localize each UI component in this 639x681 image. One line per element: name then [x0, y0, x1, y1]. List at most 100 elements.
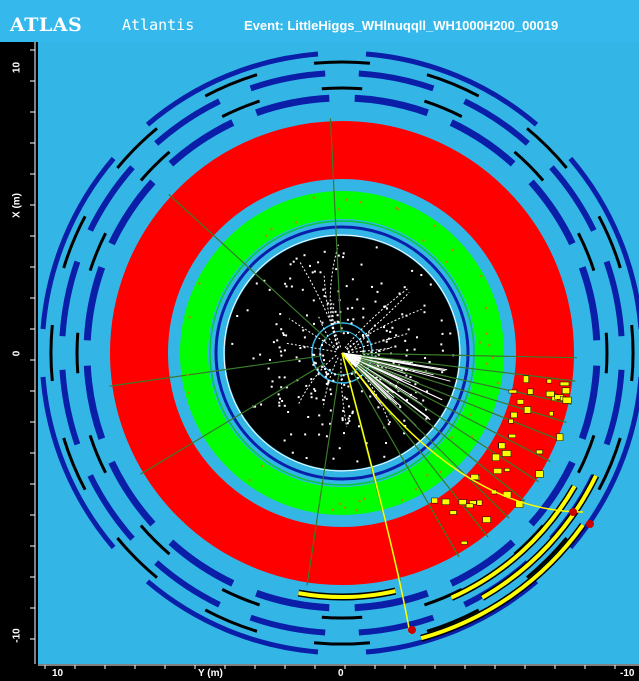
tracker-hit: [329, 422, 332, 425]
tracker-hit: [367, 334, 370, 337]
em-cell: [312, 196, 315, 199]
y-axis-panel: 10 X (m) 0 -10: [0, 42, 38, 664]
tracker-hit: [231, 342, 234, 345]
tracker-hit: [292, 260, 295, 263]
em-cell: [400, 499, 404, 502]
tracker-hit: [322, 354, 325, 357]
calo-cell: [465, 503, 474, 509]
em-cell: [445, 260, 449, 264]
tracker-hit: [315, 397, 318, 400]
tracker-hit: [285, 386, 288, 389]
tracker-hit: [310, 392, 313, 395]
muon-chamber: [313, 60, 371, 65]
calo-cell: [476, 499, 483, 506]
tracker-hit: [290, 285, 293, 288]
tracker-hit: [375, 246, 378, 249]
em-cell: [343, 506, 347, 509]
tracker-hit: [370, 351, 373, 354]
tracker-hit: [429, 283, 432, 286]
tracker-hit: [278, 401, 281, 404]
tracker-hit: [255, 282, 258, 285]
tracker-hit: [347, 385, 350, 388]
tracker-hit: [362, 334, 364, 337]
tracker-hit: [323, 359, 325, 362]
tracker-hit: [346, 318, 349, 321]
track: [318, 316, 338, 350]
event-display-canvas[interactable]: [38, 42, 639, 664]
tracker-hit: [352, 318, 355, 321]
calo-cell: [516, 399, 524, 405]
tracker-hit: [306, 314, 308, 317]
tracker-hit: [341, 417, 344, 420]
tracker-hit: [279, 397, 281, 400]
em-cell: [480, 274, 483, 278]
calo-cell: [536, 449, 543, 455]
tracker-hit: [268, 288, 271, 291]
tracker-hit: [314, 389, 317, 392]
muon-chamber: [145, 51, 319, 127]
muon-chamber: [423, 99, 463, 118]
tracker-hit: [289, 277, 292, 280]
tracker-hit: [324, 368, 327, 370]
tracker-hit: [280, 354, 283, 357]
tracker-hit: [407, 328, 410, 331]
tracker-hit: [271, 380, 274, 383]
muon-chamber: [59, 260, 81, 337]
tracker-hit: [441, 332, 444, 335]
tracker-hit: [281, 400, 284, 402]
calo-cell: [508, 389, 518, 394]
tracker-hit: [279, 350, 282, 353]
tracker-hit: [323, 250, 326, 253]
tracker-hit: [386, 307, 388, 310]
em-cell: [439, 470, 442, 474]
em-cell: [198, 282, 201, 285]
tracker-hit: [401, 313, 404, 316]
muon-chamber: [526, 127, 568, 169]
tracker-hit: [283, 404, 286, 407]
tracker-hit: [305, 457, 308, 459]
tracker-hit: [289, 263, 292, 266]
tracker-hit: [276, 339, 279, 342]
tracker-hit: [318, 433, 321, 436]
tracker-hit: [314, 362, 317, 365]
y-axis-ruler: [30, 42, 36, 664]
jet-track: [341, 352, 443, 401]
tracker-hit: [335, 268, 338, 271]
em-cell: [433, 224, 437, 227]
tracker-hit: [313, 388, 316, 391]
tracker-hit: [311, 353, 314, 356]
calo-cell: [545, 390, 555, 397]
em-cell: [359, 201, 363, 204]
x-tick-left: 10: [52, 668, 64, 679]
tracker-hit: [425, 408, 427, 411]
tracker-hit: [424, 357, 427, 359]
jet-axis: [361, 352, 577, 359]
tracker-hit: [406, 399, 408, 402]
calo-cell: [493, 468, 503, 474]
tracker-hit: [399, 406, 402, 409]
muon-chamber: [603, 260, 625, 337]
muon-chamber: [88, 232, 107, 272]
tracker-hit: [272, 341, 275, 344]
y-tick-top: 10: [11, 61, 23, 74]
calo-cell: [498, 442, 506, 449]
detector-view[interactable]: [38, 42, 639, 664]
em-calorimeter: [180, 191, 504, 515]
tracker-hit: [329, 409, 332, 412]
tracker-hit: [297, 396, 300, 399]
tracker-hit: [310, 396, 313, 399]
tracker-hit: [341, 419, 344, 422]
tracker-hit: [327, 372, 330, 375]
tracker-hit: [342, 252, 345, 255]
muon-chamber: [168, 119, 235, 167]
muon-chamber: [449, 119, 516, 167]
tracker-hit: [303, 346, 306, 349]
tracker-hit: [312, 363, 315, 366]
tracker-hit: [374, 300, 377, 303]
tracker-hit: [317, 261, 320, 264]
track: [299, 261, 342, 348]
tracker-hit: [260, 403, 263, 406]
muon-chamber: [88, 434, 107, 474]
tracker-hit: [360, 263, 363, 266]
